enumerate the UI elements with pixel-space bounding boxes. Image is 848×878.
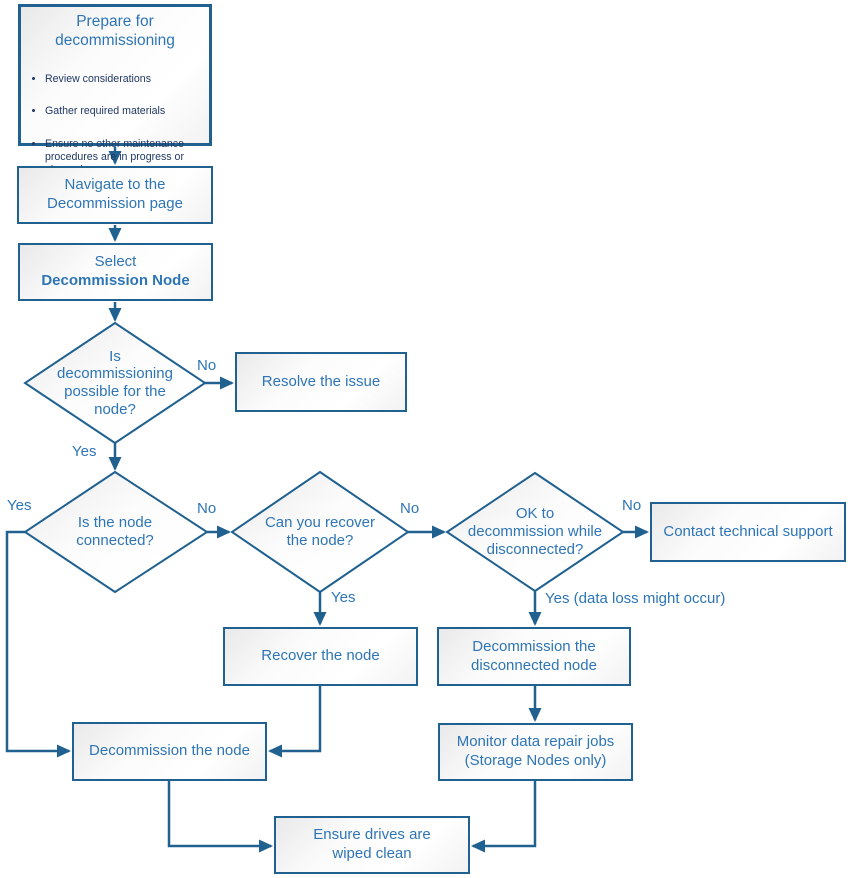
decision-label-node-connected: Is the node connected? bbox=[76, 514, 154, 549]
edge-decommission-to-ensure bbox=[167, 781, 273, 853]
node-resolve-issue: Resolve the issue bbox=[235, 352, 407, 412]
decision-node-connected bbox=[23, 470, 209, 594]
branch-label-d1-yes: Yes bbox=[72, 443, 97, 460]
edge-recover-to-decommission bbox=[268, 686, 322, 758]
branch-label-d4-no: No bbox=[622, 497, 642, 514]
decision-ok-disconnected bbox=[445, 471, 625, 593]
node-select-line2: Decommission Node bbox=[41, 272, 190, 289]
decision-label-decommissioning-possible: Is decommissioning possible for the node… bbox=[57, 347, 173, 418]
branch-label-d4-yes: Yes (data loss might occur) bbox=[545, 590, 726, 607]
bullet-item: Review considerations bbox=[45, 73, 203, 86]
node-prepare-title: Prepare for decommissioning bbox=[55, 13, 175, 50]
decision-decommissioning-possible bbox=[23, 321, 207, 445]
node-navigate: Navigate to the Decommission page bbox=[17, 166, 213, 224]
decision-label-can-recover: Can you recover the node? bbox=[264, 514, 376, 549]
branch-label-d2-yes: Yes bbox=[7, 497, 32, 514]
node-decommission: Decommission the node bbox=[72, 722, 267, 781]
node-ensure-wiped: Ensure drives are wiped clean bbox=[274, 816, 470, 874]
node-contact-support: Contact technical support bbox=[650, 502, 846, 562]
edge-d2-yes-to-decommission bbox=[5, 530, 71, 758]
decision-can-recover bbox=[230, 470, 410, 594]
edge-monitor-to-ensure bbox=[471, 781, 537, 853]
branch-label-d3-yes: Yes bbox=[331, 589, 356, 606]
branch-label-d1-no: No bbox=[197, 357, 217, 374]
node-select-line1: Select bbox=[94, 253, 137, 271]
node-monitor-repair: Monitor data repair jobs (Storage Nodes … bbox=[438, 723, 633, 781]
decision-label-ok-disconnected: OK to decommission while disconnected? bbox=[467, 505, 603, 558]
node-prepare: Prepare for decommissioning Review consi… bbox=[18, 4, 212, 221]
bullet-item: Gather required materials bbox=[45, 105, 203, 118]
branch-label-d2-no: No bbox=[197, 500, 217, 517]
node-recover: Recover the node bbox=[223, 627, 418, 686]
node-select-decommission: Select Decommission Node bbox=[18, 243, 213, 301]
branch-label-d3-no: No bbox=[400, 500, 420, 517]
node-decommission-disconnected: Decommission the disconnected node bbox=[437, 627, 631, 686]
